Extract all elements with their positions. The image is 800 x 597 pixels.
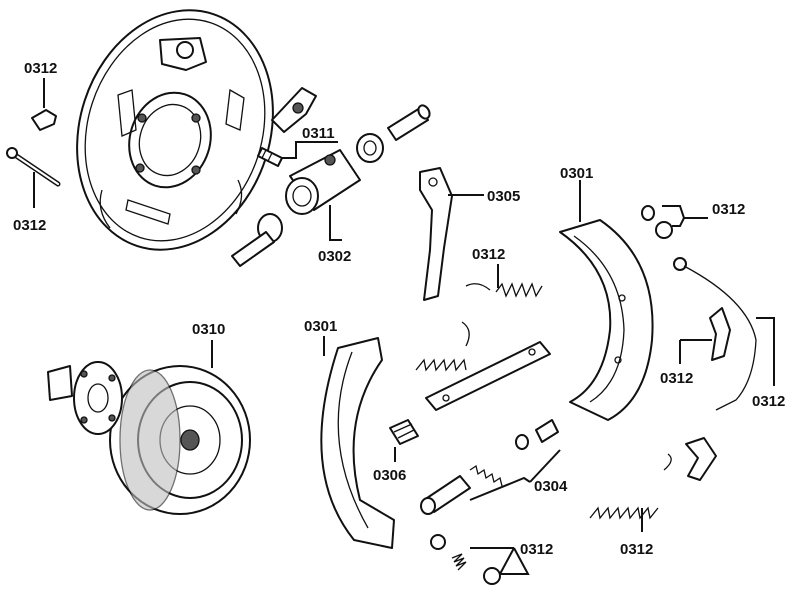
upper-spring: [465, 264, 543, 298]
label-0312-top-left: 0312: [24, 60, 57, 77]
label-0312-bottom-right: 0312: [620, 541, 653, 558]
hold-down-springs: [430, 534, 530, 585]
label-0312-bottom-mid: 0312: [520, 541, 553, 558]
label-0311: 0311: [302, 125, 335, 142]
adjuster-strut: [425, 341, 551, 411]
brake-shoe-right: [559, 180, 654, 421]
backing-plate: [76, 9, 274, 251]
brake-drum: [109, 340, 251, 515]
wheel-cylinder-top-parts: [356, 104, 431, 163]
parking-lever: [419, 167, 484, 301]
return-spring-right: [589, 437, 717, 532]
shim-part: [389, 419, 419, 462]
parking-cable: [673, 257, 775, 411]
pin-part: [6, 147, 61, 208]
label-0301-right: 0301: [560, 165, 593, 182]
clip-part: [31, 78, 57, 131]
lever-bracket: [679, 307, 731, 364]
label-0305: 0305: [487, 188, 520, 205]
brake-shoe-left: [320, 336, 395, 549]
adjuster-screw: [420, 419, 561, 515]
gasket-part: [271, 87, 317, 133]
label-0306: 0306: [373, 467, 406, 484]
label-0304: 0304: [534, 478, 568, 495]
label-0312-clip-top: 0312: [712, 201, 745, 218]
label-0312-lever: 0312: [660, 370, 693, 387]
wheel-hub: [47, 361, 123, 435]
bleeder-screw: [257, 141, 338, 167]
wheel-cylinder: [231, 149, 361, 267]
label-0302: 0302: [318, 248, 351, 265]
label-0312-spring-mid: 0312: [472, 246, 505, 263]
label-0312-cable: 0312: [752, 393, 785, 410]
label-0301-left: 0301: [304, 318, 337, 335]
clip-set-top-right: [641, 205, 708, 239]
label-0310: 0310: [192, 321, 225, 338]
label-0312-pin: 0312: [13, 217, 46, 234]
return-spring-left: [415, 321, 470, 372]
